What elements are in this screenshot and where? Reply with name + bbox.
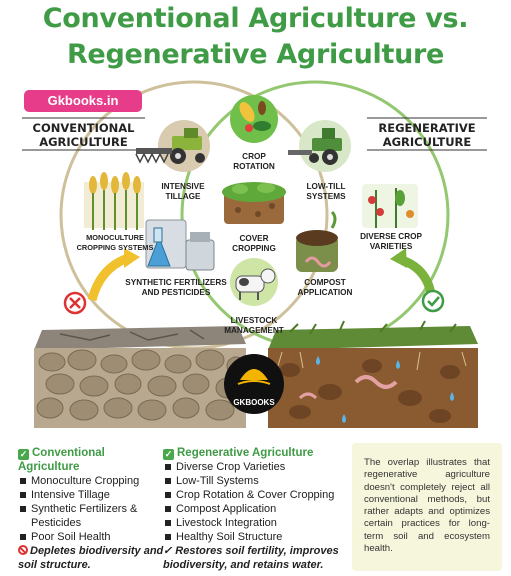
- page-title-line-2: Regenerative Agriculture: [66, 39, 445, 70]
- conclusion-text: Depletes biodiversity and soil structure…: [18, 545, 164, 571]
- label-intensive-tillage: INTENSIVE TILLAGE: [148, 182, 218, 202]
- label-line: SYNTHETIC FERTILIZERS: [125, 278, 227, 287]
- label-line: VARIETIES: [369, 242, 413, 251]
- list-item: Crop Rotation & Cover Cropping: [163, 488, 341, 502]
- fertilizer-bottles-icon: [145, 219, 215, 271]
- label-line: COMPOST: [304, 278, 346, 287]
- regenerative-heading-line1: REGENERATIVE: [378, 121, 476, 135]
- label-line: CROPPING: [232, 244, 276, 253]
- legend-regenerative-list: Diverse Crop Varieties Low-Till Systems …: [163, 460, 341, 544]
- legend-conventional-list: Monoculture Cropping Intensive Tillage S…: [18, 474, 168, 544]
- cover-cropping-icon: [222, 182, 286, 224]
- label-cover-cropping: COVER CROPPING: [224, 234, 284, 254]
- label-livestock: LIVESTOCK MANAGEMENT: [216, 316, 292, 336]
- label-line: DIVERSE CROP: [360, 232, 422, 241]
- legend-conventional-heading: ✓Conventional Agriculture: [18, 446, 168, 474]
- label-low-till: LOW-TILL SYSTEMS: [294, 182, 358, 202]
- monoculture-corn-icon: [84, 172, 144, 230]
- label-line: ROTATION: [233, 162, 275, 171]
- list-item: Monoculture Cropping: [18, 474, 168, 488]
- overlap-note: The overlap illustrates that regenerativ…: [352, 443, 502, 571]
- diverse-crops-icon: [362, 184, 418, 228]
- list-item: Livestock Integration: [163, 516, 341, 530]
- tractor-icon-left: [135, 120, 210, 172]
- label-line: MANAGEMENT: [224, 326, 284, 335]
- label-line: APPLICATION: [297, 288, 353, 297]
- label-synthetic: SYNTHETIC FERTILIZERS AND PESTICIDES: [120, 278, 232, 298]
- check-icon: [421, 289, 445, 313]
- regenerative-heading-line2: AGRICULTURE: [382, 135, 472, 149]
- list-item: Compost Application: [163, 502, 341, 516]
- legend-conventional: ✓Conventional Agriculture Monoculture Cr…: [18, 446, 168, 572]
- page-title-line-1: Conventional Agriculture vs.: [42, 3, 469, 34]
- label-line: CROPPING SYSTEMS: [76, 243, 154, 252]
- legend-regenerative-conclusion: ✓ Restores soil fertility, improves biod…: [163, 545, 339, 571]
- label-line: LOW-TILL: [306, 182, 346, 191]
- list-item: Healthy Soil Structure: [163, 530, 341, 544]
- conventional-heading-line2: AGRICULTURE: [39, 135, 128, 149]
- conventional-heading-line1: CONVENTIONAL: [32, 121, 135, 135]
- label-line: COVER: [239, 234, 269, 243]
- tractor-icon-right: [288, 120, 351, 172]
- list-item: Poor Soil Health: [18, 530, 168, 544]
- label-line: SYSTEMS: [306, 192, 346, 201]
- label-diverse-crop: DIVERSE CROP VARIETIES: [356, 232, 426, 252]
- legend-regenerative-heading: ✓Regenerative Agriculture: [163, 446, 341, 460]
- left-arrow: [87, 253, 130, 302]
- legend-heading-line2: Agriculture: [18, 461, 80, 473]
- label-crop-rotation: CROP ROTATION: [224, 152, 284, 172]
- list-item: Intensive Tillage: [18, 488, 168, 502]
- prohibited-icon: [18, 545, 28, 555]
- regenerative-heading: REGENERATIVE AGRICULTURE: [367, 121, 487, 149]
- legend-conventional-conclusion: Depletes biodiversity and soil structure…: [18, 544, 168, 572]
- compost-icon: [296, 210, 338, 272]
- legend-regenerative: ✓Regenerative Agriculture Diverse Crop V…: [163, 446, 341, 572]
- label-compost: COMPOST APPLICATION: [290, 278, 360, 298]
- legend-heading-text: Regenerative Agriculture: [177, 447, 314, 459]
- gkbooks-logo: [224, 354, 284, 414]
- label-line: INTENSIVE: [161, 182, 205, 191]
- check-box-icon: ✓: [163, 449, 174, 460]
- label-line: MONOCULTURE: [86, 233, 144, 242]
- label-line: CROP: [242, 152, 266, 161]
- label-line: LIVESTOCK: [230, 316, 278, 325]
- list-item: Synthetic Fertilizers & Pesticides: [18, 502, 168, 530]
- logo-text: GKBOOKS: [233, 398, 275, 407]
- legend-heading-line1: Conventional: [32, 447, 105, 459]
- site-badge[interactable]: Gkbooks.in: [24, 90, 142, 112]
- label-line: AND PESTICIDES: [141, 288, 211, 297]
- check-box-icon: ✓: [18, 449, 29, 460]
- label-line: TILLAGE: [165, 192, 201, 201]
- right-heading-frame: [367, 117, 487, 151]
- list-item: Low-Till Systems: [163, 474, 341, 488]
- label-monoculture: MONOCULTURE CROPPING SYSTEMS: [70, 233, 160, 253]
- healthy-soil-block: [268, 320, 478, 428]
- crop-rotation-icon: [230, 95, 278, 143]
- left-heading-frame: [22, 117, 145, 151]
- conventional-heading: CONVENTIONAL AGRICULTURE: [22, 121, 145, 149]
- cross-icon: [63, 291, 87, 315]
- list-item: Diverse Crop Varieties: [163, 460, 341, 474]
- degraded-soil-block: [34, 326, 246, 428]
- venn-diagram: [22, 80, 487, 428]
- livestock-icon: [230, 258, 278, 306]
